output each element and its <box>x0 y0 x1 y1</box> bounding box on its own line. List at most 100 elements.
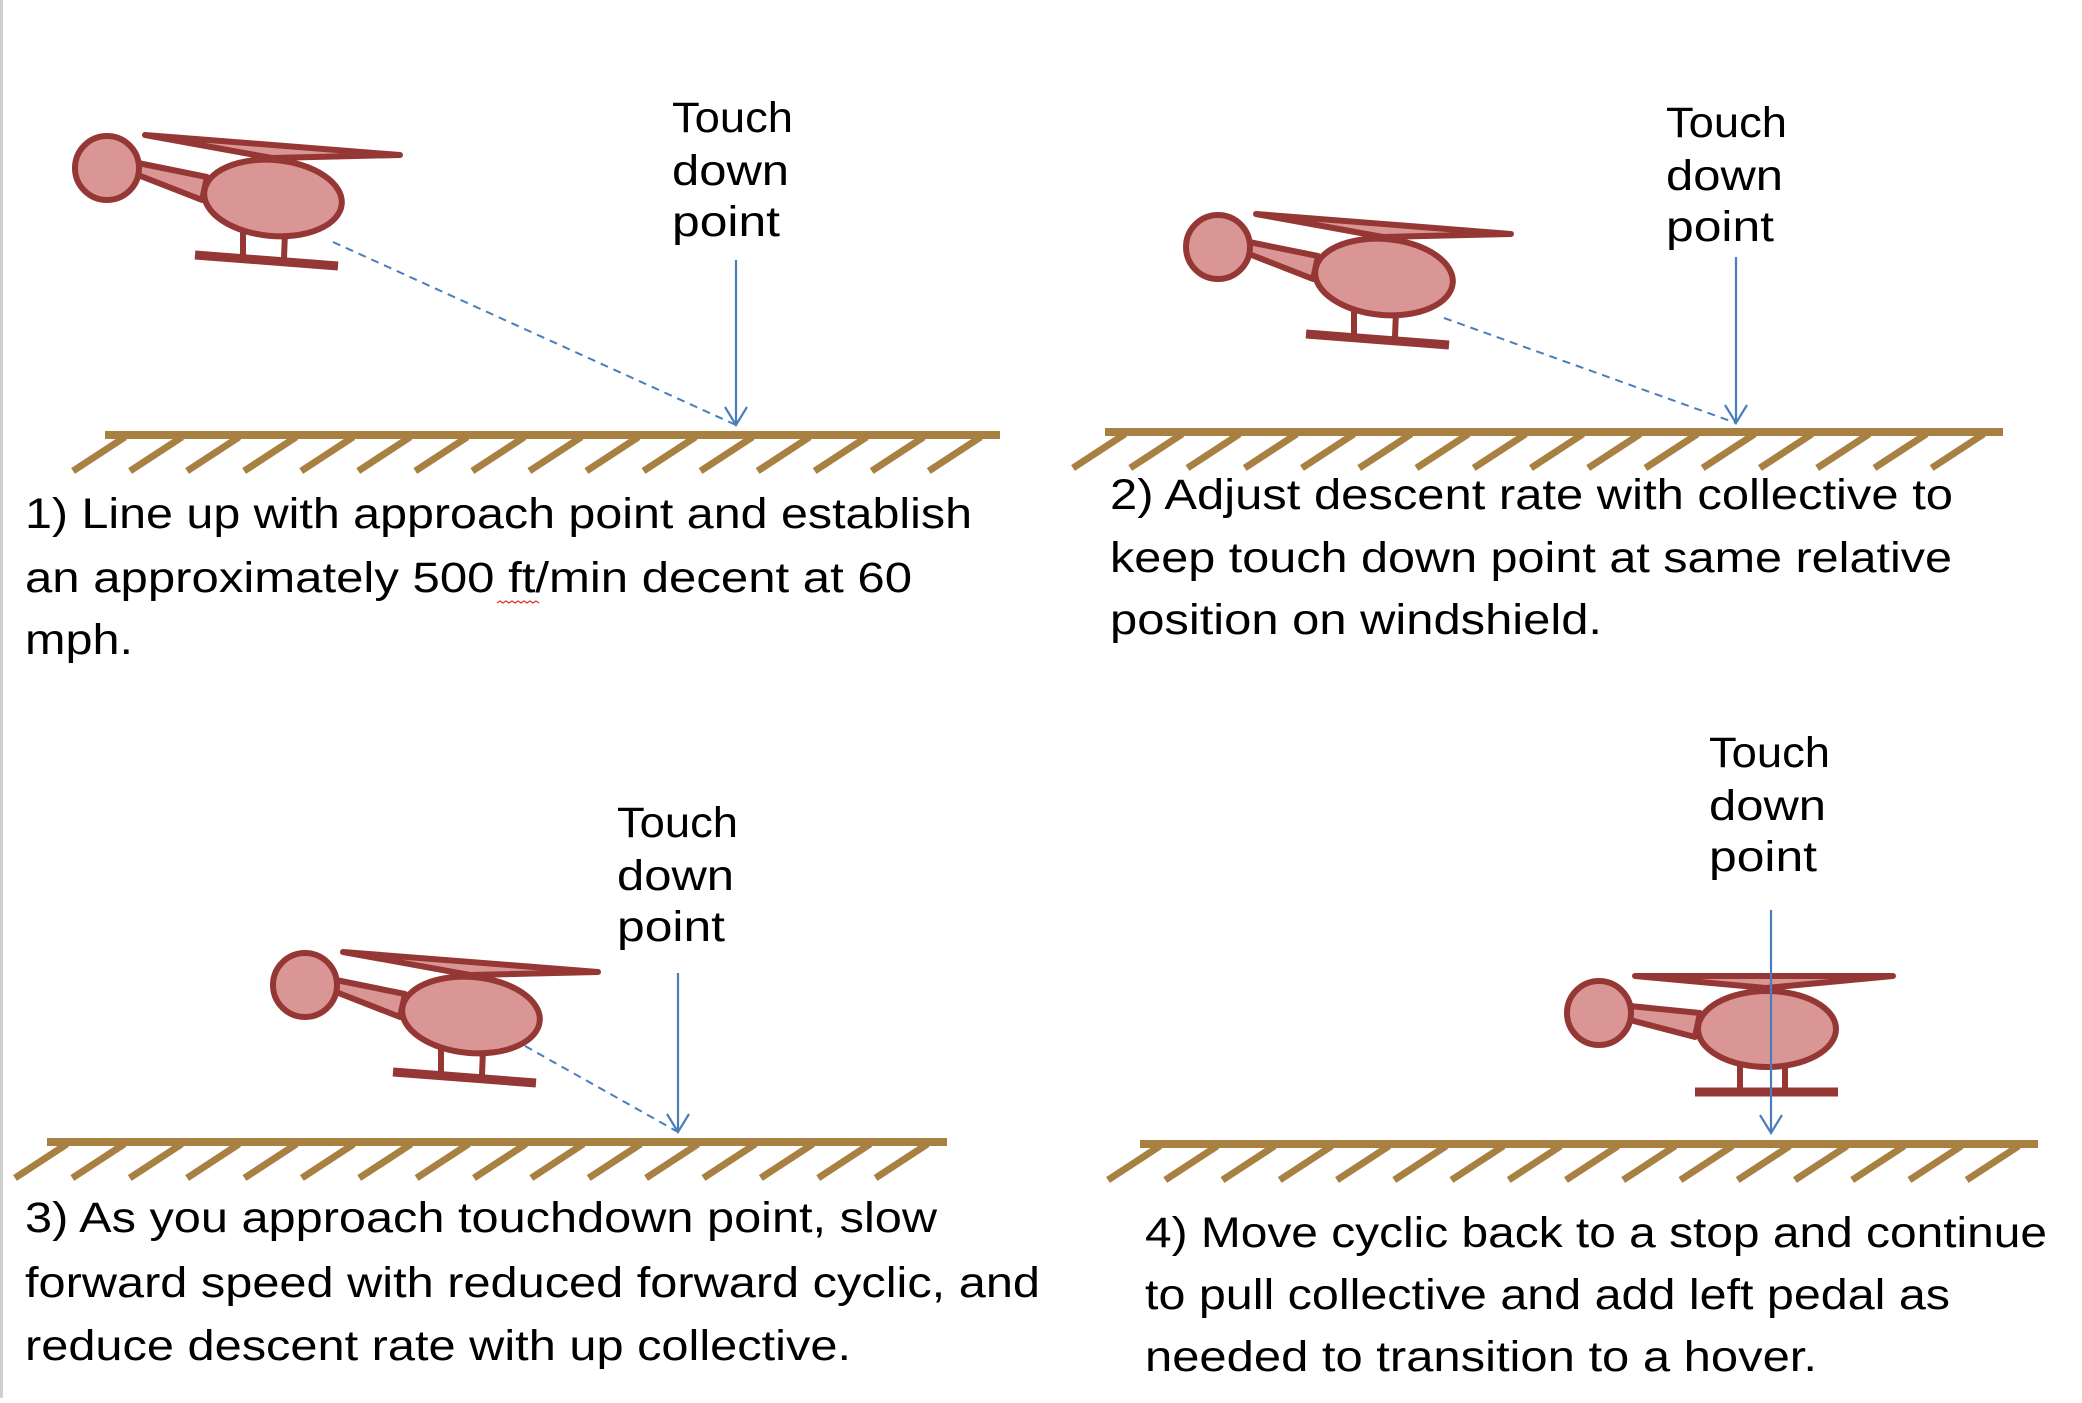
ground-hatch <box>586 1141 643 1181</box>
label-line: Touch <box>1709 729 1830 777</box>
ground-hatch <box>1929 431 1986 471</box>
caption-3: 3) As you approach touchdown point, slow… <box>25 1194 1040 1370</box>
ground-hatch <box>1758 431 1814 471</box>
ground-hatch <box>701 1141 758 1181</box>
ground-hatch <box>584 434 641 474</box>
ground-hatch <box>644 1141 701 1181</box>
caption-line: mph. <box>25 616 133 664</box>
caption-line: keep touch down point at same relative <box>1110 534 1952 582</box>
label-line: Touch <box>672 94 793 142</box>
ground-hatch <box>698 434 755 474</box>
ground-hatch <box>470 434 527 474</box>
ground-hatch <box>1277 1143 1334 1183</box>
label-line: point <box>617 903 725 951</box>
glide-path-dashed-line <box>524 1045 679 1133</box>
ground-hatch <box>529 1141 586 1181</box>
ground-hatch <box>128 434 184 474</box>
touchdown-arrow <box>1724 257 1748 426</box>
glide-path-dashed-line <box>332 241 737 426</box>
ground-hatch <box>1392 1143 1449 1183</box>
ground-hatch <box>527 434 584 474</box>
ground-hatch <box>869 434 926 474</box>
ground-hatch <box>1907 1143 1964 1183</box>
ground-hatch <box>127 1141 184 1181</box>
ground-hatch <box>242 1141 299 1181</box>
ground-hatch <box>13 1141 69 1181</box>
caption-line: 2) Adjust descent rate with collective t… <box>1110 471 1953 519</box>
caption-line: an approximately 500 ft/min decent at 60 <box>25 554 912 602</box>
ground-hatch <box>71 434 127 474</box>
ground-hatch <box>1643 431 1700 471</box>
ground-2 <box>1071 428 2003 471</box>
caption-line: needed to transition to a hover. <box>1145 1333 1817 1381</box>
caption-line: to pull collective and add left pedal as <box>1145 1271 1950 1319</box>
label-line: down <box>617 852 734 900</box>
touchdown-label: Touch down point <box>617 799 738 951</box>
label-line: down <box>672 147 789 195</box>
label-line: point <box>1666 203 1774 251</box>
ground-hatch <box>472 1141 528 1181</box>
ground-hatch <box>1128 431 1185 471</box>
ground-hatch <box>641 434 698 474</box>
panel-1: Touch down point 1) Line up with approac… <box>25 94 1000 664</box>
ground-hatch <box>1586 431 1643 471</box>
helicopter-icon <box>75 135 400 266</box>
panel-4: Touch down point 4) Move cyclic back to … <box>1106 729 2047 1381</box>
ground-1 <box>71 431 1000 474</box>
ground-hatch <box>1449 1143 1506 1183</box>
ground-hatch <box>1815 431 1872 471</box>
ground-hatch <box>1964 1143 2021 1183</box>
caption-line: reduce descent rate with up collective. <box>25 1322 851 1370</box>
ground-hatch <box>1300 431 1356 471</box>
ground-hatch <box>185 434 242 474</box>
ground-hatch <box>413 434 470 474</box>
ground-hatch <box>1414 431 1471 471</box>
ground-hatch <box>1872 431 1929 471</box>
label-line: down <box>1666 152 1783 200</box>
ground-hatch <box>414 1141 471 1181</box>
ground-hatch <box>1242 431 1299 471</box>
touchdown-label: Touch down point <box>672 94 793 246</box>
ground-hatch <box>1678 1143 1735 1183</box>
caption-line: forward speed with reduced forward cycli… <box>25 1259 1040 1307</box>
ground-hatch <box>299 434 356 474</box>
ground-hatch <box>1793 1143 1849 1183</box>
ground-3 <box>13 1138 947 1181</box>
ground-hatch <box>1106 1143 1162 1183</box>
ground-hatch <box>1621 1143 1678 1183</box>
ground-hatch <box>873 1141 930 1181</box>
label-line: down <box>1709 782 1826 830</box>
label-line: point <box>672 198 780 246</box>
ground-hatch <box>185 1141 242 1181</box>
touchdown-arrow <box>666 973 690 1135</box>
touchdown-arrow <box>1759 910 1783 1136</box>
ground-hatch <box>299 1141 356 1181</box>
caption-line: 1) Line up with approach point and estab… <box>25 490 972 538</box>
ground-hatch <box>755 434 812 474</box>
ground-hatch <box>1564 1143 1620 1183</box>
panel-2: Touch down point 2) Adjust descent rate … <box>1071 99 2003 644</box>
ground-4 <box>1106 1140 2038 1183</box>
ground-hatch <box>926 434 983 474</box>
label-line: point <box>1709 833 1817 881</box>
ground-hatch <box>1529 431 1585 471</box>
helicopter-icon <box>273 952 598 1083</box>
ground-hatch <box>1220 1143 1277 1183</box>
ground-hatch <box>1357 431 1414 471</box>
label-line: Touch <box>1666 99 1787 147</box>
touchdown-arrow <box>724 260 748 428</box>
ground-hatch <box>812 434 869 474</box>
ground-hatch <box>356 434 413 474</box>
touchdown-label: Touch down point <box>1666 99 1787 251</box>
panel-3: Touch down point 3) As you approach touc… <box>13 799 1040 1370</box>
caption-line: 3) As you approach touchdown point, slow <box>25 1194 938 1242</box>
helicopter-icon <box>1567 976 1893 1092</box>
caption-1: 1) Line up with approach point and estab… <box>25 490 972 664</box>
spellcheck-underline <box>496 600 540 604</box>
ground-hatch <box>242 434 299 474</box>
glide-path-dashed-line <box>1443 317 1737 424</box>
ground-hatch <box>1850 1143 1907 1183</box>
ground-hatch <box>1185 431 1242 471</box>
ground-hatch <box>1163 1143 1220 1183</box>
